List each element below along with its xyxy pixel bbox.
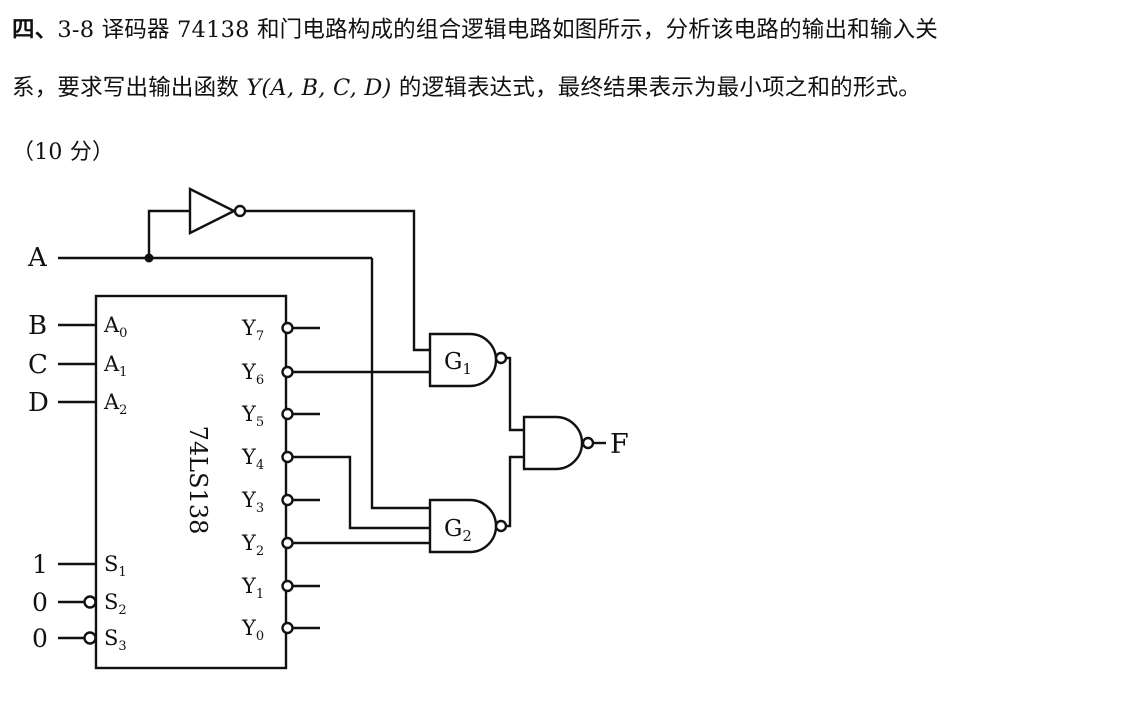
question-line-2: 系，要求写出输出函数 Y(A, B, C, D) 的逻辑表达式，最终结果表示为最… (12, 70, 921, 102)
nand-gate-g1 (428, 332, 498, 388)
decoder-input-a0: A0 (103, 313, 127, 341)
g1-to-output-gate-wire (506, 356, 524, 432)
question-number: 四、 (12, 17, 58, 43)
output-label-y1: Y1 (241, 574, 264, 602)
not-gate (188, 187, 237, 235)
output-bubble-y1 (281, 579, 294, 593)
enable-label-s3: S3 (104, 626, 127, 654)
question-score: （10 分） (12, 140, 115, 165)
output-bubble-y2 (281, 536, 294, 550)
input-label-d: D (28, 388, 49, 418)
output-label-y4: Y4 (241, 445, 264, 473)
y4-to-g2-wire (293, 455, 430, 530)
decoder-74ls138-body (94, 294, 288, 670)
decoder-chip-label: 74LS138 (184, 426, 212, 535)
nand-gate-output-bubble (581, 436, 595, 450)
enable-value-s3: 0 (32, 624, 48, 653)
output-bubble-y4 (281, 450, 294, 464)
output-bubble-y7 (281, 321, 294, 335)
enable-value-s1: 1 (32, 550, 48, 579)
not-a-to-g1-wire (245, 209, 430, 352)
output-bubble-y5 (281, 407, 294, 421)
gate-label-g2: G2 (444, 516, 472, 545)
output-label-y7: Y7 (241, 316, 264, 344)
output-label-y3: Y3 (241, 488, 264, 516)
question-text-1: 3-8 译码器 74138 和门电路构成的组合逻辑电路如图所示，分析该电路的输出… (57, 17, 938, 43)
question-text-2b: 的逻辑表达式，最终结果表示为最小项之和的形式。 (391, 75, 921, 101)
decoder-input-a2: A2 (103, 390, 127, 418)
input-label-a: A (27, 243, 48, 273)
output-label-y5: Y5 (241, 402, 264, 430)
output-label-y2: Y2 (241, 531, 264, 559)
nand-gate-g2-bubble (494, 519, 508, 533)
a-to-g2-wire (370, 258, 430, 510)
inverter-input-wire (147, 209, 190, 258)
function-name: Y (246, 75, 262, 101)
output-label-y0: Y0 (241, 616, 264, 644)
output-label-y6: Y6 (241, 360, 264, 388)
nand-gate-g1-bubble (494, 351, 508, 365)
not-gate-bubble (233, 204, 247, 218)
g2-to-output-gate-wire (506, 455, 524, 528)
enable-label-s2: S2 (104, 590, 127, 618)
function-args: (A, B, C, D) (261, 75, 392, 101)
input-label-c: C (28, 350, 48, 380)
input-label-b: B (28, 311, 47, 341)
enable-value-s2: 0 (32, 588, 48, 617)
output-bubble-y6 (281, 365, 294, 379)
question-text-2a: 系，要求写出输出函数 (12, 75, 247, 101)
nand-gate-output (522, 415, 584, 471)
output-label-f: F (610, 429, 629, 460)
gate-label-g1: G1 (444, 349, 472, 378)
enable-label-s1: S1 (104, 552, 127, 580)
output-bubble-y0 (281, 621, 294, 635)
enable-s3-bubble (83, 631, 97, 645)
enable-s2-bubble (83, 595, 97, 609)
decoder-input-a1: A1 (103, 352, 127, 380)
output-bubble-y3 (281, 493, 294, 507)
question-line-1: 四、3-8 译码器 74138 和门电路构成的组合逻辑电路如图所示，分析该电路的… (12, 12, 938, 44)
